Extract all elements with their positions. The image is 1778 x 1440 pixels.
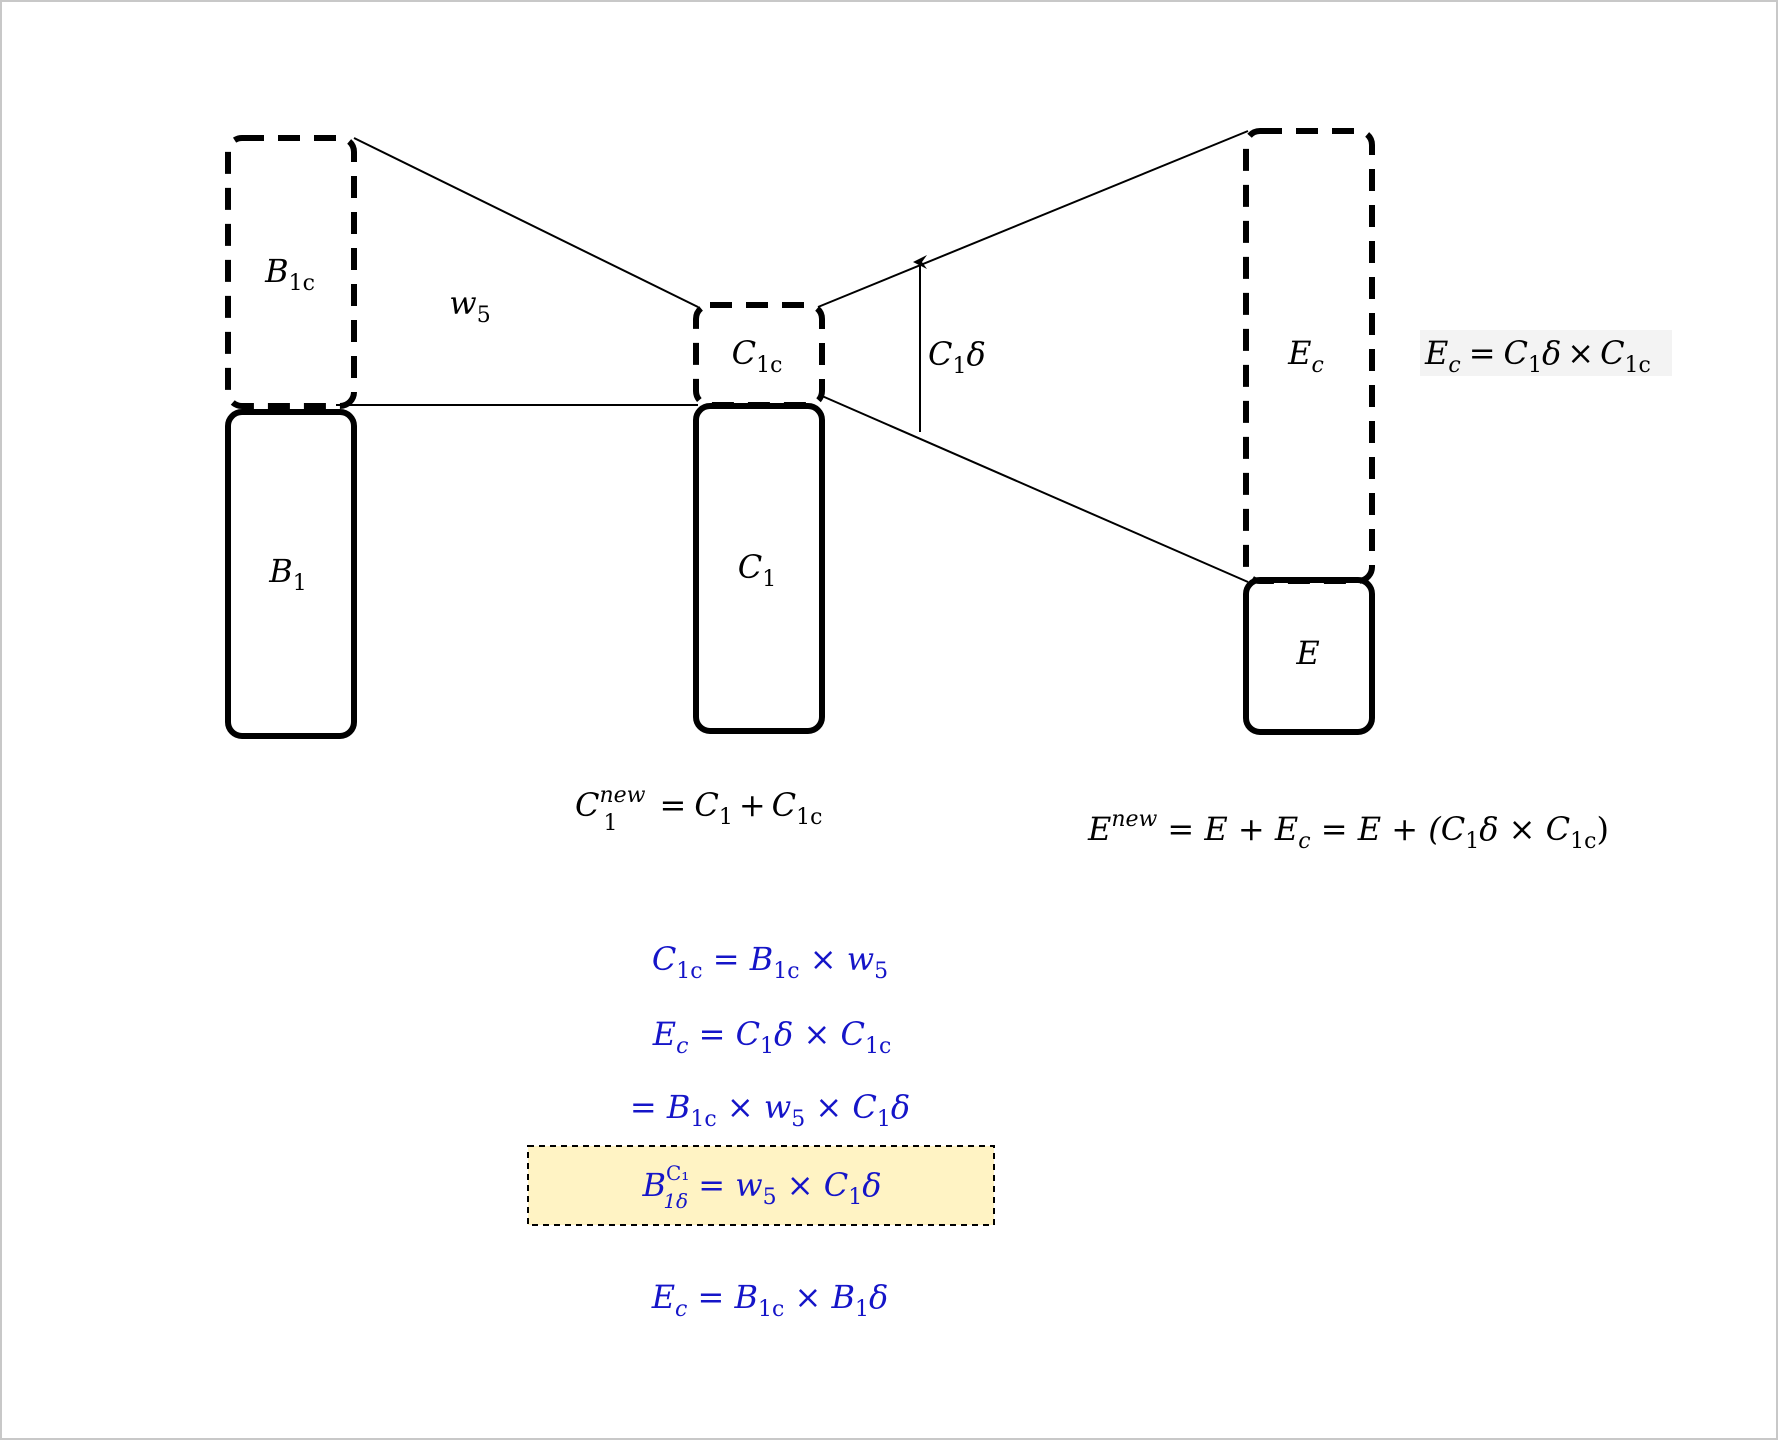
blue-eq-ec-final: Ec = B1c × B1δ (651, 1278, 889, 1322)
node-e-box (1243, 577, 1375, 735)
blue-eq-ec: Ec = C1δ × C1c (652, 1015, 892, 1059)
edge-b1c-to-c1c (353, 137, 699, 308)
node-c1c-label: C1c (732, 334, 783, 378)
ec-side-equation-bg (1420, 330, 1672, 376)
node-b1-box (225, 409, 357, 739)
edge-c1c-to-ec (817, 130, 1249, 308)
node-e-label: E (1295, 634, 1319, 672)
edge-label-c1delta: C1δ (928, 335, 986, 379)
e-new-equation: Enew= E + Ec = E + (C1δ × C1c) (1087, 807, 1609, 854)
node-c1-box (693, 403, 825, 734)
highlighted-equation-box (527, 1145, 995, 1226)
node-c1-label: C1 (738, 548, 776, 592)
node-b1c-label: B1c (264, 252, 315, 296)
node-b1-label: B1 (268, 552, 307, 596)
edge-label-w5: w5 (449, 284, 490, 328)
ec-side-equation: Ec=C1δ×C1c (1424, 334, 1651, 378)
blue-eq-expanded: = B1c × w5 × C1δ (630, 1088, 910, 1132)
node-b1c-box (225, 135, 357, 409)
edge-c1-to-e (821, 395, 1249, 583)
node-ec-label: Ec (1287, 334, 1324, 378)
blue-eq-c1c: C1c = B1c × w5 (652, 940, 888, 984)
